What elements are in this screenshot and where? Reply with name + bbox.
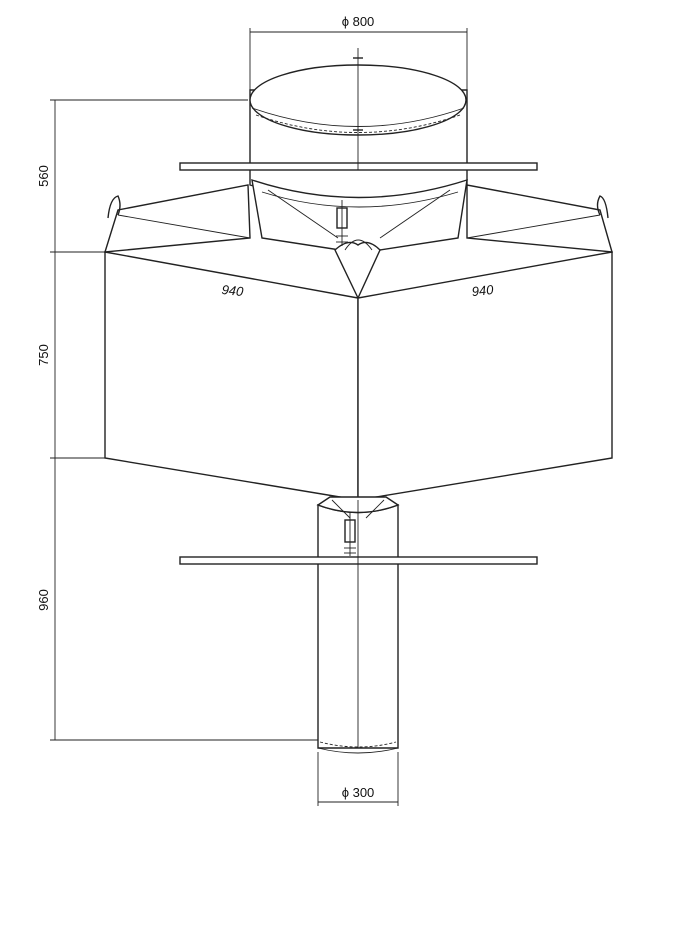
right-lifting-loop: [596, 195, 609, 219]
dimension-lines: [50, 28, 468, 806]
bottom-tie-cord: [344, 512, 356, 556]
bottom-hanger-bar: [179, 500, 538, 748]
bottom-diameter-label: ϕ 300: [342, 785, 375, 800]
bottom-spout-height-label: 960: [36, 589, 51, 611]
top-hanger-bar: [179, 48, 538, 171]
left-lifting-loop: [107, 195, 121, 219]
top-diameter-label: ϕ 800: [342, 14, 375, 29]
left-side-width-label: 940: [221, 282, 245, 299]
top-tie-cord: [336, 200, 348, 246]
body-height-label: 750: [36, 344, 51, 366]
bag-body: [104, 239, 613, 501]
right-side-width-label: 940: [471, 282, 495, 299]
top-spout-height-label: 560: [36, 165, 51, 187]
top-inlet-spout: [249, 64, 468, 251]
top-panel: [104, 184, 613, 253]
